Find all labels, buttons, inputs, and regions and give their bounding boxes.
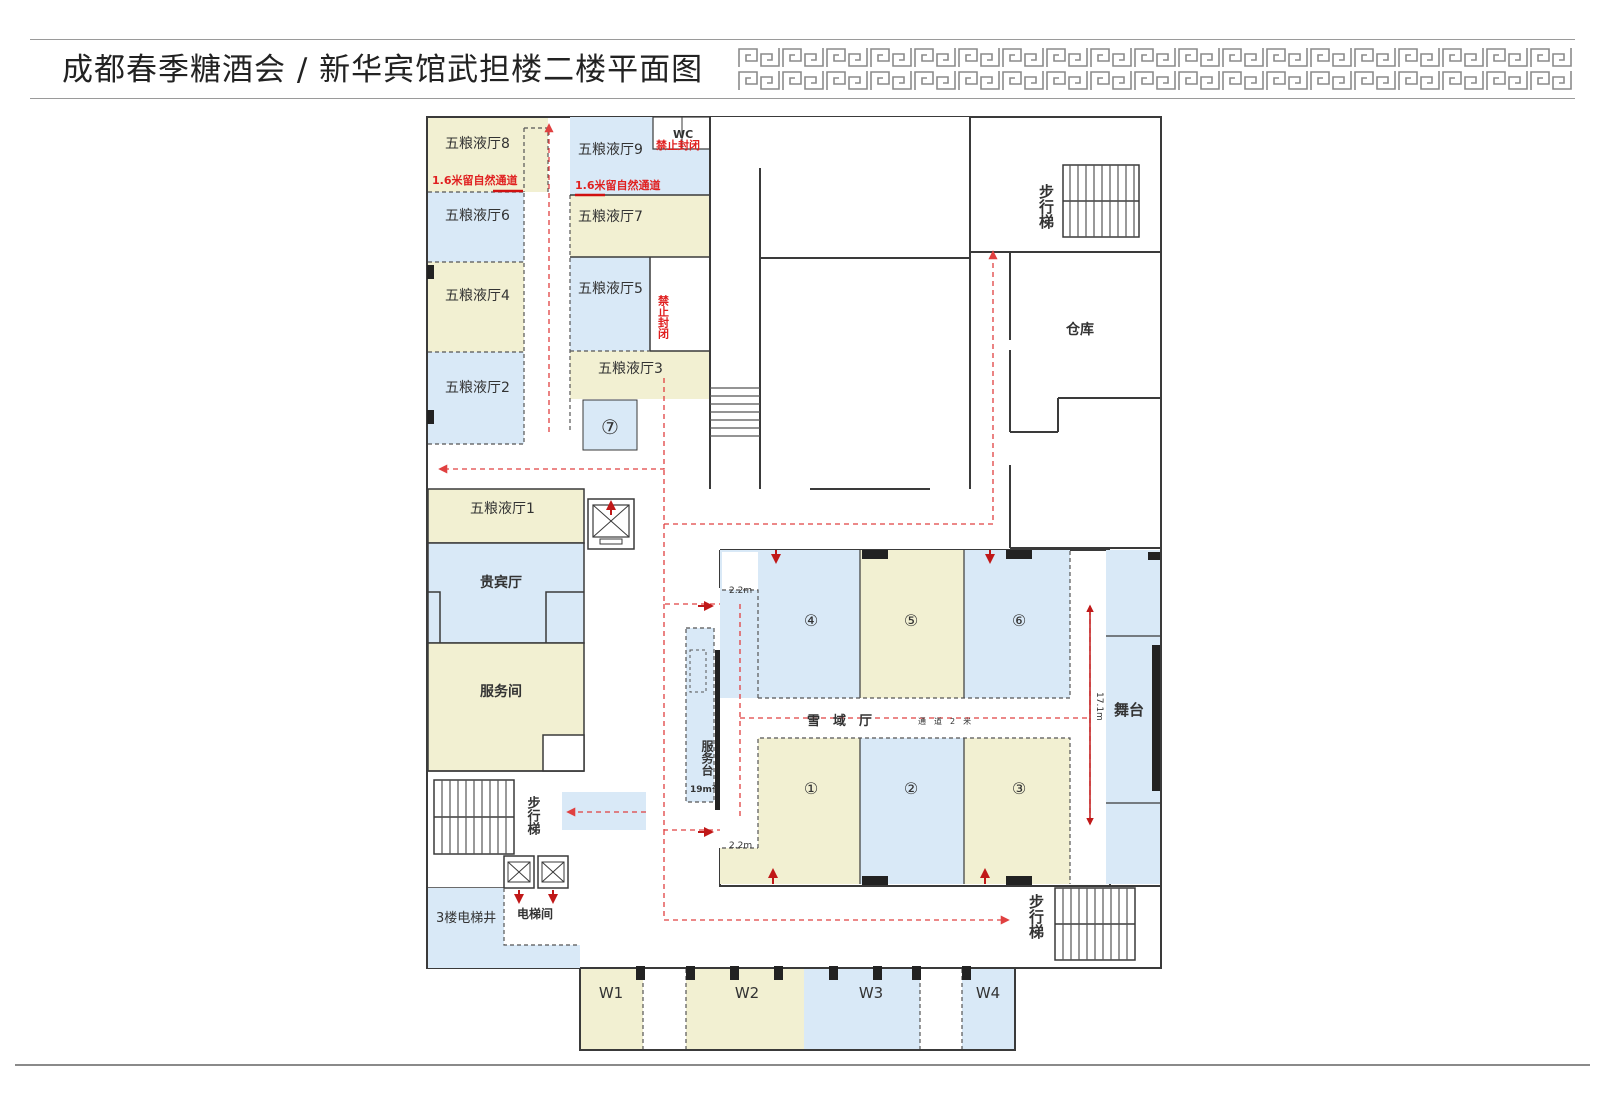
gap-bottom-dimension: 2.2m bbox=[729, 841, 752, 851]
hall-2-area bbox=[428, 352, 524, 444]
stairs-label-left: 步行梯 bbox=[525, 795, 542, 836]
header-rule-top bbox=[30, 39, 1575, 40]
hall-w2-area bbox=[686, 969, 804, 1049]
channel-notice-left: 1.6米留自然通道 bbox=[432, 173, 518, 187]
header-rule-bottom bbox=[30, 98, 1575, 99]
landing-area bbox=[562, 792, 646, 830]
hall-w1-label: W1 bbox=[599, 984, 623, 1002]
warehouse-label: 仓库 bbox=[1065, 321, 1094, 338]
booth-1-area bbox=[758, 738, 860, 884]
hall-4-label: 五粮液厅4 bbox=[445, 288, 510, 304]
hall-w3-label: W3 bbox=[859, 984, 883, 1002]
vip-room-label: 贵宾厅 bbox=[480, 574, 522, 591]
gap-top-dimension: 2.2m bbox=[729, 586, 752, 596]
booth-5-area bbox=[860, 550, 964, 698]
hall-7-area bbox=[570, 195, 710, 257]
elevator-room-label: 电梯间 bbox=[517, 906, 553, 921]
hall-5-area bbox=[570, 257, 650, 351]
service-desk-area bbox=[685, 627, 715, 803]
hall-w3-area bbox=[804, 969, 920, 1049]
snow-hall-label: 雪 域 厅 bbox=[807, 713, 872, 729]
stair-steps-top-right bbox=[1062, 164, 1140, 238]
booth-3-area bbox=[964, 738, 1070, 884]
hall-8-area bbox=[428, 118, 548, 192]
hall-1-label: 五粮液厅1 bbox=[470, 501, 535, 517]
booth-1-label: ① bbox=[804, 779, 818, 798]
stair-steps-middle bbox=[710, 387, 760, 437]
stair-steps-left bbox=[433, 779, 515, 855]
page-title: 成都春季糖酒会 / 新华宾馆武担楼二楼平面图 bbox=[62, 52, 704, 88]
hall-w2-label: W2 bbox=[735, 984, 759, 1002]
hall-6-area bbox=[428, 192, 524, 262]
service-desk-label: 服务台 bbox=[700, 739, 714, 777]
hall-1-area bbox=[427, 488, 585, 544]
footer-rule bbox=[15, 1064, 1590, 1066]
no-close-notice-side: 禁止封闭 bbox=[657, 294, 670, 340]
stage-label: 舞台 bbox=[1114, 701, 1144, 719]
hall-3-area bbox=[570, 351, 710, 399]
hall-3-label: 五粮液厅3 bbox=[598, 361, 663, 377]
booth-2-area bbox=[860, 738, 964, 884]
booth-7-label: ⑦ bbox=[601, 415, 619, 439]
service-room-label: 服务间 bbox=[480, 683, 522, 700]
hall-7-label: 五粮液厅7 bbox=[578, 209, 643, 225]
stairs-label-bottom-right: 步行梯 bbox=[1027, 894, 1045, 940]
booth-3-label: ③ bbox=[1012, 779, 1026, 798]
hall-4-area bbox=[428, 262, 524, 352]
hall-w1-area bbox=[581, 969, 643, 1049]
wc-label: WC bbox=[673, 128, 693, 141]
channel-notice-right: 1.6米留自然通道 bbox=[575, 178, 661, 192]
booth-6-area bbox=[964, 550, 1070, 698]
hall-9-label: 五粮液厅9 bbox=[578, 142, 643, 158]
booth-4-label: ④ bbox=[804, 611, 818, 630]
hall-w4-area bbox=[962, 969, 1014, 1049]
booth-2-label: ② bbox=[904, 779, 918, 798]
booth-5-label: ⑤ bbox=[904, 611, 918, 630]
stair-steps-bottom-right bbox=[1054, 887, 1136, 961]
service-desk-area-label: 19m² bbox=[690, 785, 716, 795]
elevator-shaft-label: 3楼电梯井 bbox=[436, 911, 496, 926]
hall-2-label: 五粮液厅2 bbox=[445, 380, 510, 396]
stairs-label-top-right: 步行梯 bbox=[1037, 184, 1055, 230]
vip-room-area bbox=[427, 542, 585, 644]
no-close-notice-top: 禁止封闭 bbox=[656, 138, 700, 152]
elevator-shaft-area bbox=[428, 888, 580, 968]
booth-7-area bbox=[582, 399, 638, 451]
fret-pattern-decoration bbox=[737, 46, 1573, 92]
hall-8-label: 五粮液厅8 bbox=[445, 136, 510, 152]
aisle-width-notice: 通 道 2 米 bbox=[918, 716, 971, 726]
hall-6-label: 五粮液厅6 bbox=[445, 208, 510, 224]
hall-w4-label: W4 bbox=[976, 984, 1000, 1002]
stage-length-dimension: 17.1m bbox=[1094, 692, 1104, 721]
stage-area bbox=[1106, 550, 1160, 884]
hall-5-label: 五粮液厅5 bbox=[578, 281, 643, 297]
booth-6-label: ⑥ bbox=[1012, 611, 1026, 630]
